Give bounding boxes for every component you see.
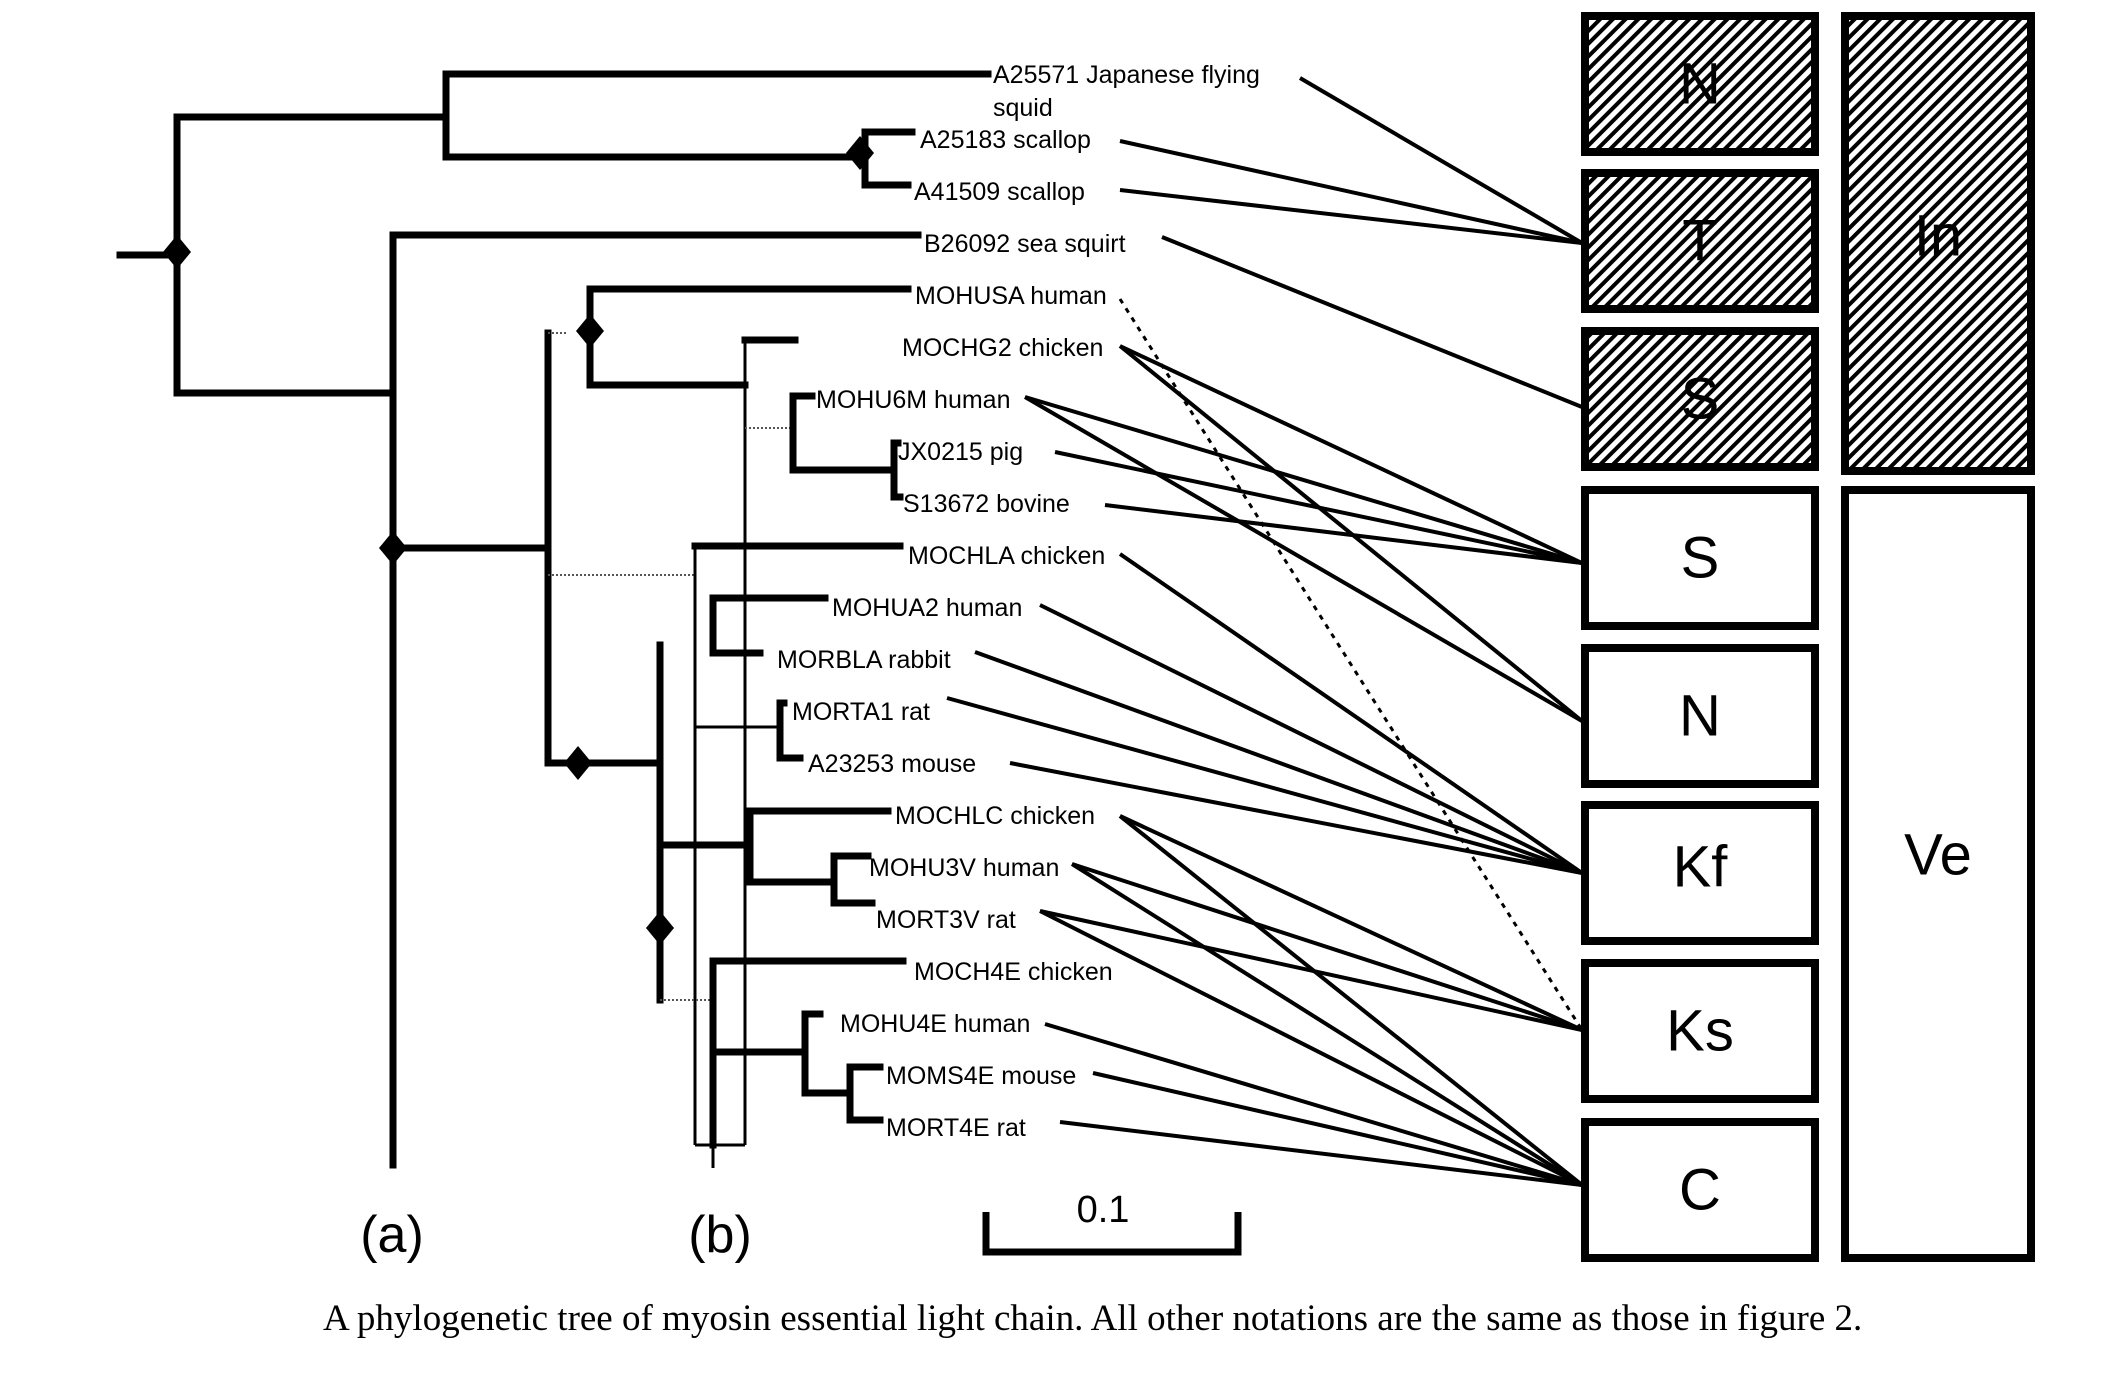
tissue-link-morbla — [974, 650, 1583, 875]
node-support-marker — [646, 911, 674, 945]
taxon-label-jx0215: JX0215 pig — [898, 438, 1023, 466]
tissue-box-inv-S: S — [1581, 327, 1819, 471]
tissue-link-mochlc — [1119, 814, 1583, 1032]
tissue-link-b26092 — [1161, 235, 1583, 409]
node-support-marker — [379, 531, 407, 565]
tissue-link-s13672 — [1104, 503, 1583, 565]
tissue-link-mochlc — [1118, 814, 1584, 1187]
tissue-box-label: Ks — [1666, 999, 1734, 1064]
taxon-label-a25571: A25571 Japanese flying — [993, 61, 1260, 89]
tissue-link-morta1 — [946, 696, 1583, 875]
node-support-marker — [564, 746, 592, 780]
node-support-marker — [576, 314, 604, 348]
taxon-label-mort4e: MORT4E rat — [886, 1114, 1026, 1142]
tissue-link-a23253 — [1009, 761, 1583, 875]
tissue-box-label: N — [1679, 52, 1721, 117]
taxon-label-mohu3v: MOHU3V human — [869, 854, 1059, 882]
scale-bar: 0.1 — [982, 1189, 1242, 1256]
taxon-label-mochlc: MOCHLC chicken — [895, 802, 1095, 830]
phylogenetic-tree — [116, 70, 992, 1169]
panel-label-a: (a) — [360, 1206, 424, 1264]
tissue-link-mochg2 — [1119, 344, 1583, 565]
taxon-label-cont: squid — [993, 94, 1053, 122]
taxon-label-moms4e: MOMS4E mouse — [886, 1062, 1076, 1090]
taxon-label-mochla: MOCHLA chicken — [908, 542, 1105, 570]
figure-caption: A phylogenetic tree of myosin essential … — [323, 1298, 1863, 1339]
tissue-box-label: S — [1681, 526, 1720, 591]
tissue-link-mort3v — [1039, 909, 1583, 1032]
tissue-link-mohusa — [1118, 298, 1584, 1031]
tissue-box-label: C — [1679, 1158, 1721, 1223]
tissue-link-a25571 — [1298, 76, 1584, 245]
taxon-label-a41509: A41509 scallop — [914, 178, 1085, 206]
group-box-in: In — [1841, 12, 2035, 475]
tissue-box-ver-S: S — [1581, 486, 1819, 630]
tissue-box-inv-N: N — [1581, 12, 1819, 156]
tissue-link-mohu6m — [1023, 395, 1584, 723]
tissue-box-label: S — [1681, 367, 1720, 432]
taxon-label-mohua2: MOHUA2 human — [832, 594, 1022, 622]
taxon-label-b26092: B26092 sea squirt — [924, 230, 1126, 258]
tissue-link-mohu3v — [1070, 862, 1584, 1187]
tissue-box-ver-C: C — [1581, 1118, 1819, 1262]
group-box-label: In — [1914, 204, 1962, 269]
taxon-label-moch4e: MOCH4E chicken — [914, 958, 1113, 986]
tissue-link-mort4e — [1059, 1120, 1583, 1187]
taxon-label-mohusa: MOHUSA human — [915, 282, 1107, 310]
taxon-label-a25183: A25183 scallop — [920, 126, 1091, 154]
group-box-label: Ve — [1904, 823, 1972, 888]
tissue-links — [946, 76, 1584, 1187]
tissue-link-mochla — [1118, 552, 1584, 875]
taxon-label-a23253: A23253 mouse — [808, 750, 976, 778]
tissue-link-mohu6m — [1024, 395, 1583, 565]
taxon-label-s13672: S13672 bovine — [903, 490, 1070, 518]
tissue-link-moms4e — [1092, 1071, 1583, 1187]
tissue-link-mohu3v — [1071, 862, 1583, 1032]
tissue-link-mohua2 — [1039, 603, 1583, 875]
tissue-box-inv-T: T — [1581, 169, 1819, 313]
tissue-box-label: T — [1682, 209, 1717, 274]
node-support-marker — [846, 136, 874, 170]
taxon-label-morta1: MORTA1 rat — [792, 698, 930, 726]
node-support-marker — [163, 235, 191, 269]
tissue-box-ver-Kf: Kf — [1581, 801, 1819, 945]
tissue-link-a41509 — [1119, 188, 1583, 245]
tissue-link-mort3v — [1039, 909, 1583, 1187]
taxon-label-mohu6m: MOHU6M human — [816, 386, 1011, 414]
taxon-label-morbla: MORBLA rabbit — [777, 646, 951, 674]
taxon-label-mort3v: MORT3V rat — [876, 906, 1016, 934]
scale-bar-label: 0.1 — [1077, 1189, 1130, 1231]
tissue-box-label: Kf — [1673, 835, 1729, 900]
tissue-link-mohu4e — [1044, 1022, 1583, 1187]
tissue-box-ver-N: N — [1581, 644, 1819, 788]
tissue-link-a25183 — [1119, 139, 1583, 245]
tissue-box-ver-Ks: Ks — [1581, 959, 1819, 1103]
tissue-link-jx0215 — [1054, 450, 1583, 565]
panel-label-b: (b) — [688, 1206, 752, 1264]
taxon-label-mohu4e: MOHU4E human — [840, 1010, 1030, 1038]
group-box-ve: Ve — [1841, 486, 2035, 1262]
taxon-label-mochg2: MOCHG2 chicken — [902, 334, 1103, 362]
tissue-box-label: N — [1679, 684, 1721, 749]
